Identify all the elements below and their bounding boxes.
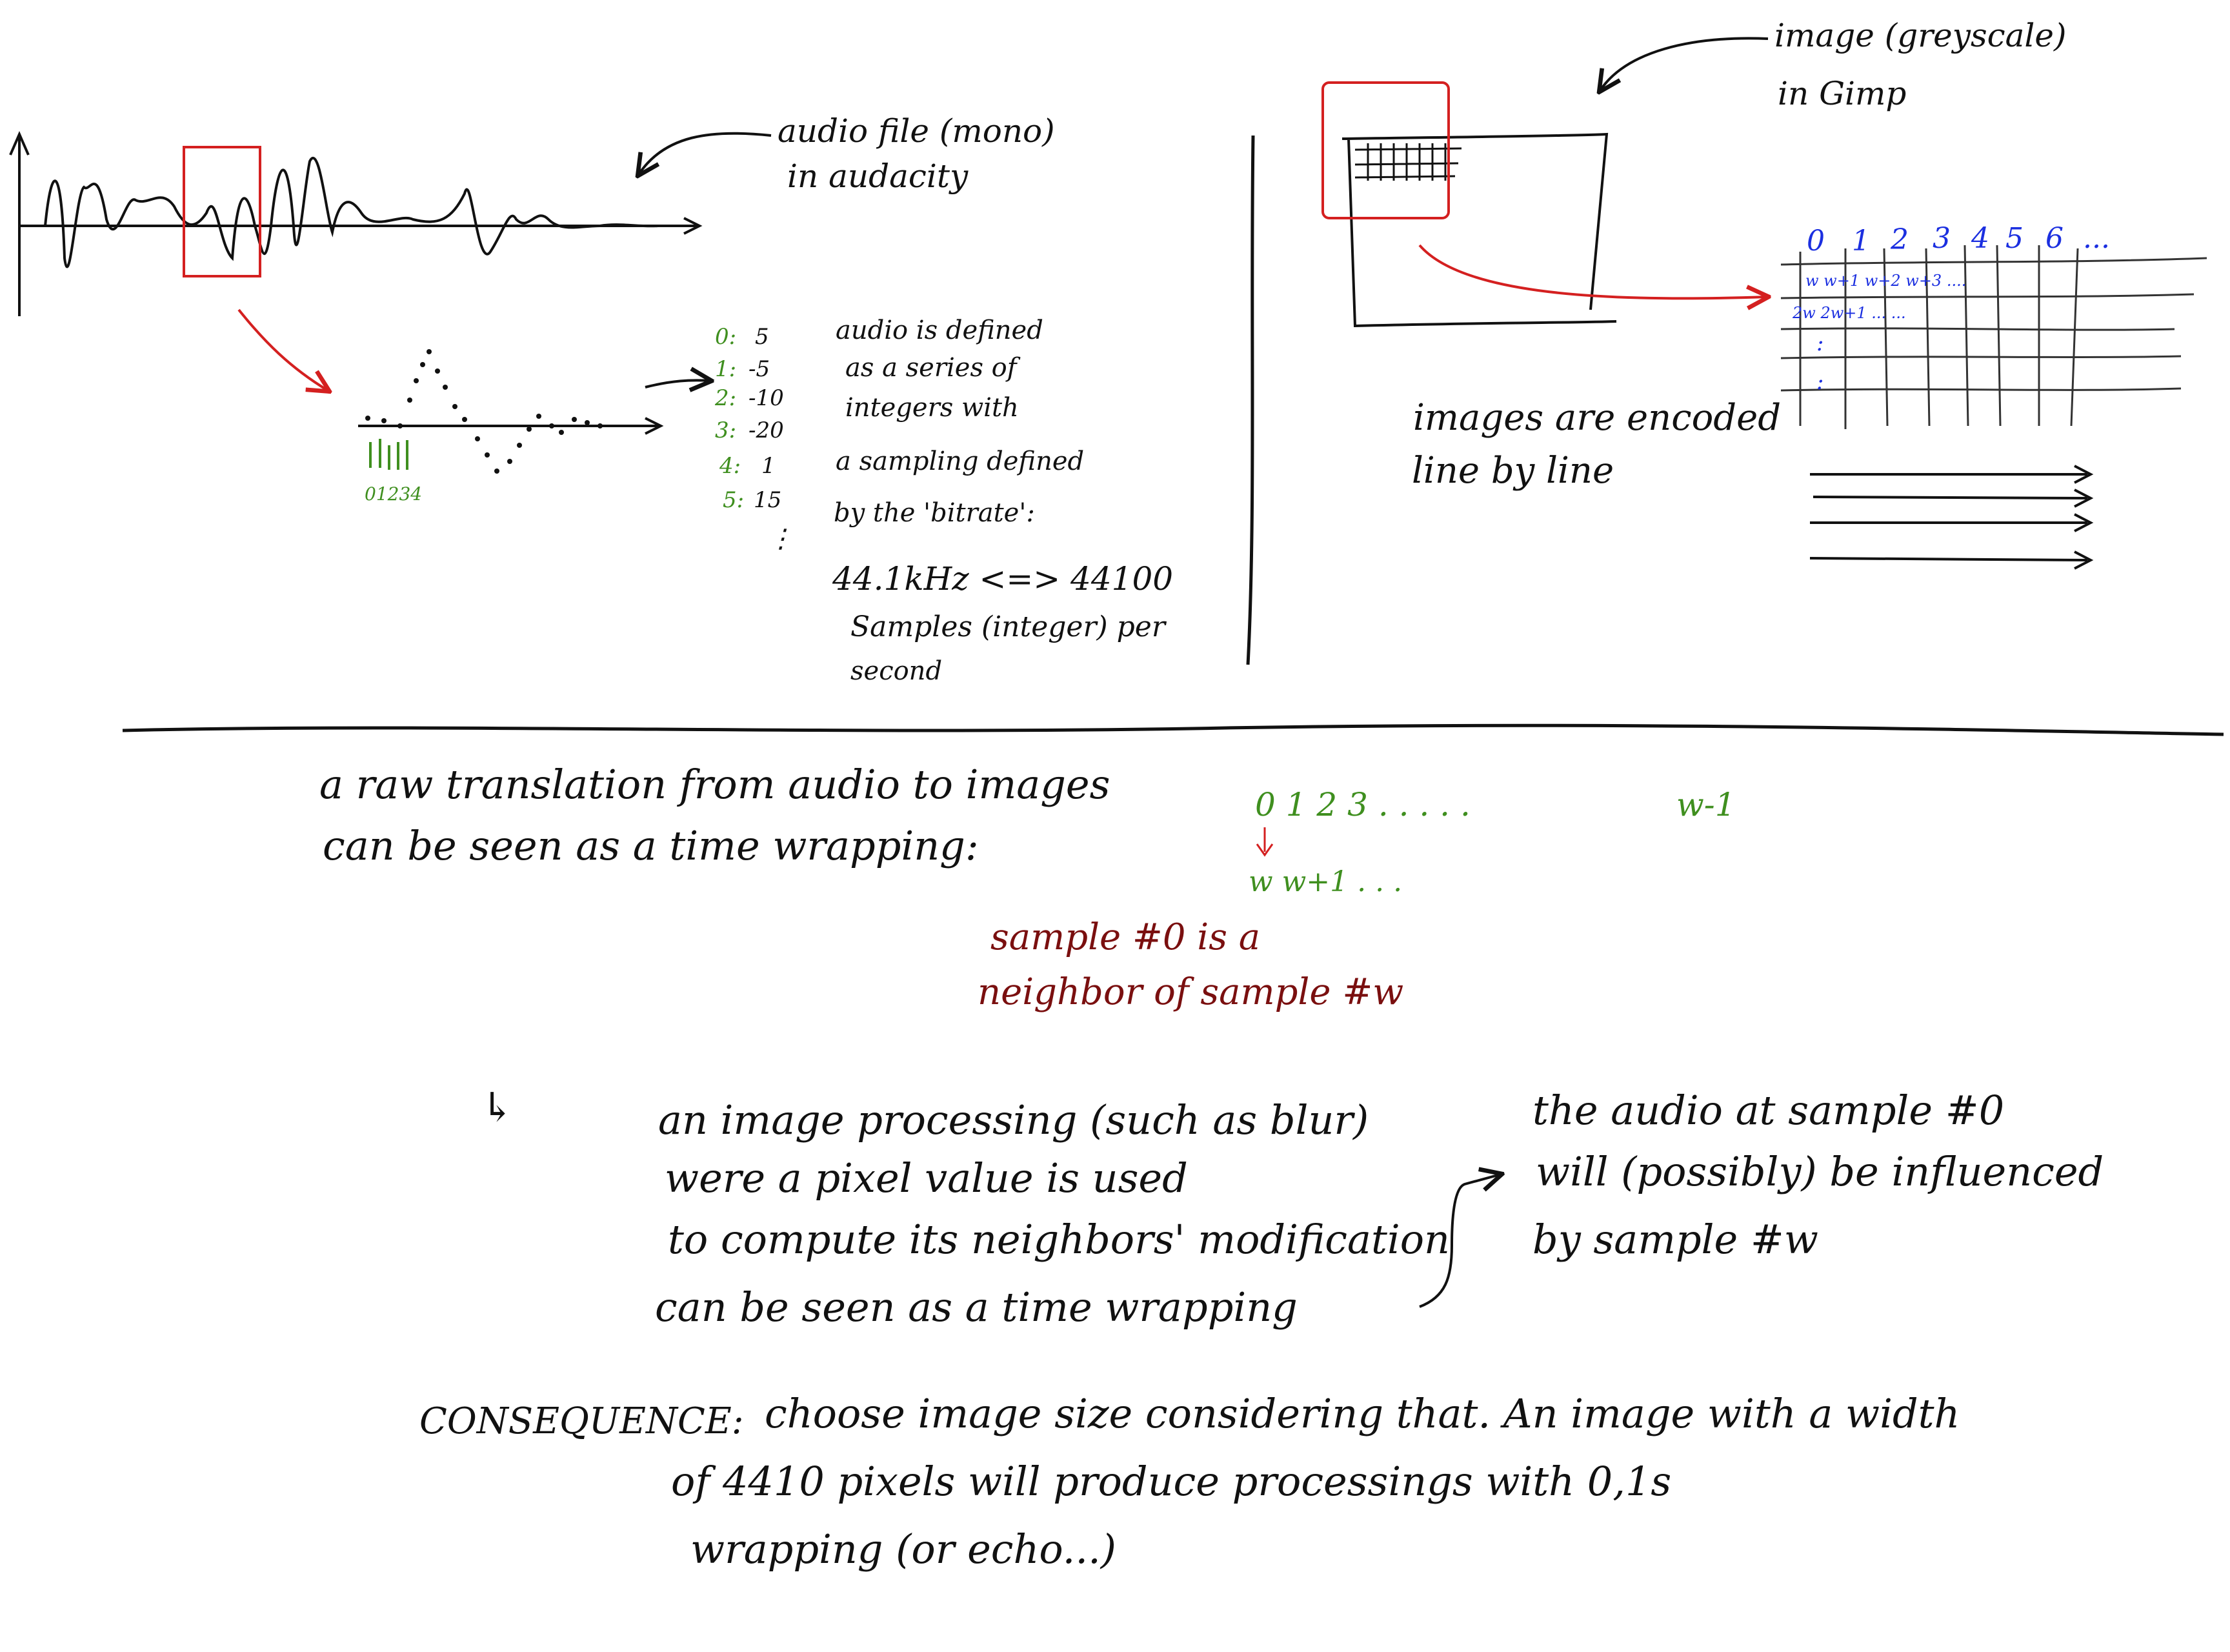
- intro-line-1: a raw translation from audio to images: [319, 761, 1110, 808]
- consequence-arrow-glyph: ↳: [481, 1083, 514, 1131]
- audio-label-arrow: [639, 132, 772, 174]
- gimp-image-frame: [1341, 132, 1617, 328]
- gimp-zoom-box: [1321, 81, 1450, 219]
- grid-header-3: 3: [1933, 222, 1951, 255]
- sample-dots: [365, 349, 603, 474]
- consequence-line-1: choose image size considering that. An i…: [765, 1390, 1960, 1437]
- pixel-grid: [1780, 245, 2207, 429]
- grid-dots-2: :: [1816, 369, 1824, 395]
- consequence-line-2: of 4410 pixels will produce processings …: [671, 1458, 1672, 1505]
- grid-row-2: 2w 2w+1 ... ...: [1793, 304, 1906, 322]
- audio-zoom-box: [183, 146, 261, 277]
- gimp-zoom-arrow: [1418, 244, 1767, 298]
- grid-header-6: 6: [2045, 222, 2064, 255]
- grid-header-5: 5: [2005, 222, 2024, 255]
- result-line-3: by sample #w: [1532, 1216, 1818, 1263]
- sample-ticks: [369, 439, 408, 470]
- samples-ellipsis: ⋮: [768, 524, 794, 554]
- grid-dots-1: :: [1816, 330, 1824, 356]
- definition-line-1: audio is defined: [836, 316, 1043, 345]
- line-by-line-arrows: [1809, 465, 2094, 570]
- result-line-1: the audio at sample #0: [1532, 1087, 2005, 1134]
- sample-index-4: 4:: [719, 453, 741, 479]
- sample-index-3: 3:: [715, 418, 737, 443]
- gimp-pixel-marks: [1354, 143, 1462, 181]
- samples-x-axis: [358, 417, 664, 435]
- sequence-line-2: w w+1 . . .: [1249, 865, 1403, 898]
- definition-line-6: 44.1kHz <=> 44100: [832, 560, 1174, 598]
- audio-label-line1: audio file (mono): [778, 112, 1055, 150]
- result-line-2: will (possibly) be influenced: [1536, 1148, 2104, 1195]
- sample-index-0: 0:: [715, 324, 737, 350]
- definition-line-5: by the 'bitrate':: [834, 498, 1035, 528]
- image-label-line1: image (greyscale): [1774, 17, 2067, 54]
- processing-bracket-arrow: [1419, 1174, 1500, 1308]
- definition-line-2: as a series of: [845, 353, 1017, 383]
- sample-index-1: 1:: [715, 356, 737, 382]
- samples-list-arrow: [645, 380, 710, 387]
- processing-line-1: an image processing (such as blur): [658, 1096, 1369, 1143]
- grid-row-1: w w+1 w+2 w+3 ....: [1805, 272, 1967, 290]
- sequence-arrow: [1256, 827, 1274, 857]
- sample-index-5: 5:: [723, 487, 745, 513]
- sample-index-2: 2:: [715, 385, 737, 411]
- image-label-line2: in Gimp: [1778, 75, 1907, 112]
- sequence-line-1: 0 1 2 3 . . . . .: [1255, 786, 1471, 823]
- grid-header-0: 0: [1807, 225, 1825, 257]
- sample-value-0: 5: [755, 324, 769, 350]
- definition-line-4: a sampling defined: [836, 447, 1085, 476]
- grid-header-2: 2: [1891, 223, 1909, 256]
- sample-axis-ticks: 01234: [365, 483, 423, 505]
- grid-header-4: 4: [1971, 222, 1989, 255]
- definition-line-8: second: [850, 656, 943, 686]
- encoding-line-1: images are encoded: [1413, 397, 1782, 439]
- audio-zoom-arrow: [237, 308, 328, 390]
- sample-value-5: 15: [754, 487, 782, 513]
- processing-line-4: can be seen as a time wrapping: [655, 1284, 1298, 1331]
- consequence-line-3: wrapping (or echo...): [690, 1526, 1116, 1573]
- horizontal-divider: [122, 723, 2224, 736]
- audio-waveform: [44, 157, 659, 268]
- neighbor-line-1: sample #0 is a: [990, 916, 1261, 958]
- processing-line-3: to compute its neighbors' modification: [668, 1216, 1450, 1263]
- sample-value-2: -10: [748, 385, 784, 411]
- encoding-line-2: line by line: [1412, 450, 1614, 492]
- definition-line-3: integers with: [845, 393, 1019, 423]
- sequence-line-1-end: w-1: [1676, 786, 1736, 823]
- neighbor-line-2: neighbor of sample #w: [978, 971, 1404, 1013]
- vertical-divider: [1246, 135, 1255, 665]
- intro-line-2: can be seen as a time wrapping:: [323, 822, 979, 869]
- consequence-label: CONSEQUENCE:: [419, 1400, 744, 1442]
- grid-header-more: ...: [2083, 222, 2110, 255]
- audio-label-line2: in audacity: [787, 157, 969, 195]
- sample-value-4: 1: [761, 453, 776, 479]
- sample-value-3: -20: [748, 418, 784, 443]
- grid-header-1: 1: [1852, 225, 1870, 257]
- image-label-arrow: [1600, 37, 1769, 90]
- processing-line-2: were a pixel value is used: [665, 1154, 1188, 1202]
- sample-value-1: -5: [748, 356, 770, 382]
- definition-line-7: Samples (integer) per: [850, 610, 1165, 643]
